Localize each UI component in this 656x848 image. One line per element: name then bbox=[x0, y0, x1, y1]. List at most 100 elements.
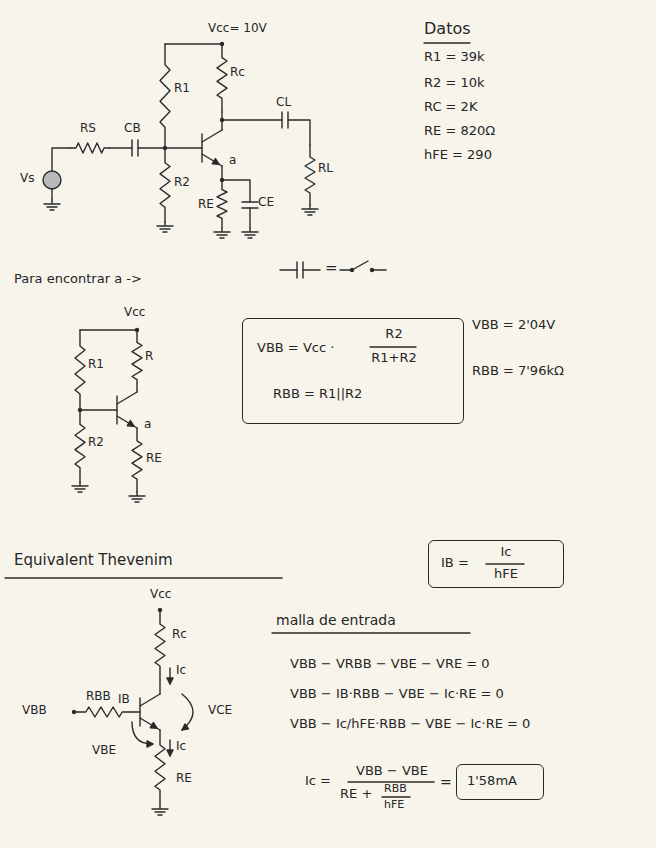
switch-symbol bbox=[340, 261, 368, 270]
ground-symbol bbox=[72, 482, 88, 492]
note-text: Datos bbox=[424, 20, 471, 38]
wire bbox=[165, 147, 202, 148]
resistor-symbol bbox=[155, 610, 165, 680]
note-text: VBB − Ic/hFE·RBB − VBE − Ic·RE = 0 bbox=[290, 717, 530, 732]
wire bbox=[80, 329, 137, 330]
note-text: VBB − VRBB − VBE − VRE = 0 bbox=[290, 657, 490, 672]
formula-text: IB = bbox=[441, 556, 469, 571]
wire bbox=[165, 43, 222, 44]
underline bbox=[272, 632, 470, 633]
wire bbox=[130, 711, 140, 712]
boxed-formula: 1'58mA bbox=[456, 764, 544, 800]
transistor-collector bbox=[140, 694, 160, 706]
ground-symbol bbox=[242, 228, 258, 238]
ground-symbol bbox=[129, 492, 145, 502]
note-text: R1 bbox=[88, 358, 104, 372]
note-text: RE + bbox=[340, 787, 372, 802]
note-text: RL bbox=[318, 162, 333, 176]
note-text: malla de entrada bbox=[276, 612, 396, 628]
transistor-emitter bbox=[140, 718, 160, 730]
wire bbox=[159, 680, 160, 694]
note-text: RBB = 7'96kΩ bbox=[472, 364, 564, 379]
source-symbol bbox=[43, 171, 61, 189]
wire bbox=[110, 147, 132, 148]
ground-symbol bbox=[44, 200, 60, 210]
note-text: RE bbox=[198, 198, 214, 212]
resistor-symbol bbox=[160, 148, 170, 222]
note-text: a bbox=[144, 418, 151, 432]
note-text: Ic bbox=[176, 740, 186, 754]
resistor-symbol bbox=[78, 707, 130, 717]
wire bbox=[249, 208, 250, 228]
formula-text: 1'58mA bbox=[467, 774, 517, 789]
arrow-head bbox=[182, 724, 189, 730]
fraction-line bbox=[382, 796, 410, 797]
note-text: RS bbox=[80, 122, 96, 136]
note-text: VBB = 2'04V bbox=[472, 318, 555, 333]
junction-dot bbox=[72, 710, 76, 714]
note-text: a bbox=[229, 154, 236, 168]
ground-symbol bbox=[157, 222, 173, 232]
formula-text: VBB = Vcc · bbox=[257, 341, 334, 356]
note-text: R1 = 39k bbox=[424, 50, 485, 65]
note-text: R2 bbox=[174, 176, 190, 190]
resistor-symbol bbox=[132, 330, 142, 392]
underline bbox=[424, 42, 470, 43]
note-text: RE bbox=[176, 772, 192, 786]
resistor-symbol bbox=[305, 145, 315, 205]
formula-text: hFE bbox=[494, 567, 518, 582]
note-text: VCE bbox=[208, 704, 232, 718]
note-text: hFE = 290 bbox=[424, 148, 492, 163]
resistor-symbol bbox=[217, 180, 227, 228]
note-text: RC = 2K bbox=[424, 100, 477, 115]
formula-text: RBB = R1||R2 bbox=[273, 387, 362, 402]
voltage-arrow bbox=[182, 694, 193, 730]
note-text: R bbox=[145, 350, 153, 364]
wire bbox=[51, 189, 52, 200]
note-text: RBB bbox=[384, 783, 407, 796]
ground-symbol bbox=[152, 805, 168, 815]
note-text: = bbox=[440, 774, 452, 790]
note-text: RE bbox=[146, 452, 162, 466]
note-text: RE = 820Ω bbox=[424, 124, 495, 139]
note-text: CB bbox=[124, 122, 141, 136]
resistor-symbol bbox=[75, 330, 85, 410]
fraction-line bbox=[486, 563, 524, 564]
arrow-head bbox=[167, 750, 173, 756]
note-text: Rc bbox=[172, 628, 187, 642]
note-text: Vcc bbox=[150, 588, 171, 602]
note-text: CE bbox=[258, 196, 274, 210]
wire bbox=[222, 119, 282, 120]
note-text: R1 bbox=[174, 82, 190, 96]
resistor-symbol bbox=[132, 428, 142, 492]
ground-symbol bbox=[302, 205, 318, 215]
arrow-head bbox=[150, 723, 157, 729]
fraction-line bbox=[370, 346, 416, 347]
note-text: Vcc bbox=[124, 306, 145, 320]
note-text: RBB bbox=[86, 690, 111, 704]
wire bbox=[222, 180, 250, 202]
note-text: CL bbox=[276, 96, 291, 110]
wire bbox=[52, 148, 70, 171]
note-text: Vcc= 10V bbox=[208, 22, 267, 36]
arrow-head bbox=[212, 159, 219, 165]
formula-text: R1+R2 bbox=[371, 351, 417, 366]
junction-dot bbox=[350, 268, 354, 272]
wire bbox=[303, 269, 320, 270]
capacitor-symbol bbox=[242, 202, 258, 208]
transistor-emitter bbox=[202, 154, 222, 166]
note-text: IB bbox=[118, 693, 130, 707]
arrow-head bbox=[147, 741, 153, 747]
arrow-head bbox=[127, 421, 134, 427]
resistor-symbol bbox=[75, 410, 85, 482]
capacitor-symbol bbox=[132, 140, 138, 156]
resistor-symbol bbox=[217, 44, 227, 112]
transistor-emitter bbox=[117, 416, 137, 428]
note-text: R2 = 10k bbox=[424, 76, 485, 91]
note-text: Equivalent Thevenim bbox=[14, 552, 173, 569]
note-text: = bbox=[325, 260, 338, 277]
note-text: VBB − IB·RBB − VBE − Ic·RE = 0 bbox=[290, 687, 504, 702]
capacitor-symbol bbox=[297, 262, 303, 278]
note-text: VBE bbox=[92, 744, 116, 758]
underline bbox=[5, 577, 282, 578]
